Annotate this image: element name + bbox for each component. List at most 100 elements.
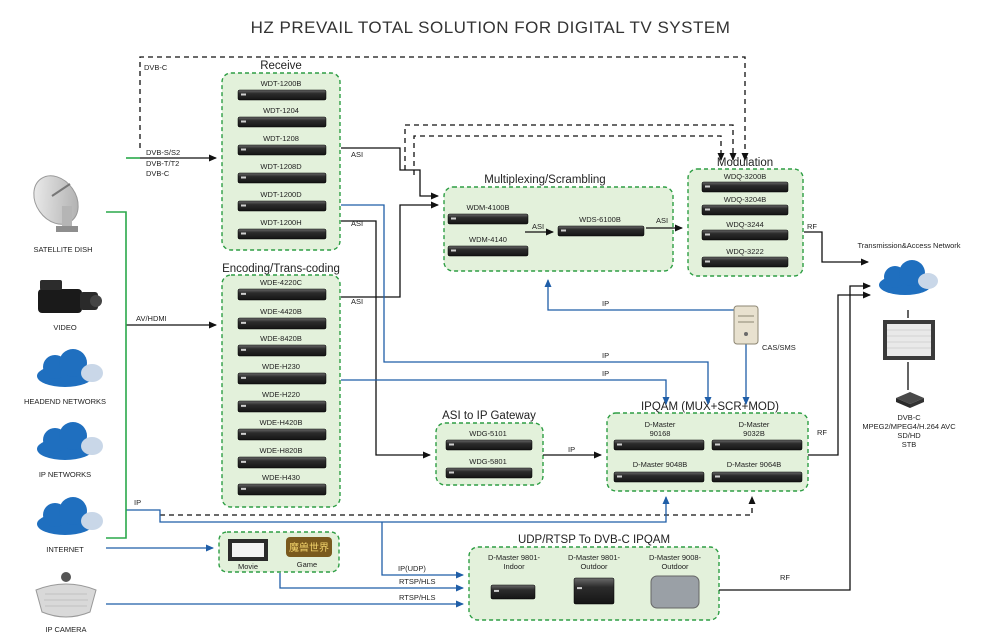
ipqam-device-3-led xyxy=(715,475,720,478)
udp-device-1-led xyxy=(577,587,582,590)
udp-device-0-a-label: D-Master 9801- xyxy=(488,553,541,562)
receive-device-3-label: WDT-1208D xyxy=(260,162,302,171)
label-dvbs: DVB-S/S2 xyxy=(146,148,180,157)
udp-device-0-unit xyxy=(490,584,536,600)
game-logo-icon: 魔兽世界 xyxy=(286,537,332,557)
mux-device-0-led xyxy=(451,217,456,220)
receive-device-2-led xyxy=(241,148,246,151)
stb-text: DVB-C MPEG2/MPEG4/H.264 AVC SD/HD STB xyxy=(862,413,956,449)
stb-icon xyxy=(896,392,924,408)
internet-cloud-icon xyxy=(37,497,103,535)
encoding-device-4-label: WDE-H220 xyxy=(262,390,300,399)
mod-device-1-led xyxy=(705,208,710,211)
mux-device-2-unit xyxy=(557,225,645,237)
encoding-title: Encoding/Trans-coding xyxy=(222,263,340,275)
encoding-device-6-led xyxy=(241,460,246,463)
ipqam-device-2-label: D-Master 9048B xyxy=(633,460,688,469)
encoding-device-2-led xyxy=(241,348,246,351)
label-ip-cas: IP xyxy=(602,299,609,308)
ipqam-title: IPQAM (MUX+SCR+MOD) xyxy=(641,401,779,413)
encoding-device-4-led xyxy=(241,404,246,407)
udp-title: UDP/RTSP To DVB-C IPQAM xyxy=(518,534,670,546)
label-dvbc-top: DVB-C xyxy=(144,63,168,72)
ipqam-device-3-label: D-Master 9064B xyxy=(727,460,782,469)
encoding-device-3-label: WDE-H230 xyxy=(262,362,300,371)
label-ip-enc1: IP xyxy=(602,351,609,360)
stb-line-4: STB xyxy=(902,440,917,449)
tv-icon xyxy=(883,320,935,360)
encoding-device-6-label: WDE-H820B xyxy=(260,446,303,455)
receive-device-0-led xyxy=(241,93,246,96)
receive-device-1-led xyxy=(241,120,246,123)
receive-device-4-led xyxy=(241,204,246,207)
receive-device-3-led xyxy=(241,176,246,179)
udp-device-1-unit xyxy=(573,577,615,605)
ip-camera-icon xyxy=(35,572,97,618)
receive-device-4-unit xyxy=(237,200,327,212)
video-label: VIDEO xyxy=(53,323,77,332)
encoding-device-4-unit xyxy=(237,400,327,413)
mux-device-2-label: WDS-6100B xyxy=(579,215,621,224)
encoding-device-0-led xyxy=(241,292,246,295)
label-asi-3: ASI xyxy=(351,297,363,306)
encoding-device-3-unit xyxy=(237,372,327,385)
mod-device-0-led xyxy=(705,185,710,188)
ipqam-device-1-led xyxy=(715,443,720,446)
gateway-device-0-led xyxy=(449,443,454,446)
headend-label: HEADEND NETWORKS xyxy=(24,397,106,406)
encoding-device-1-led xyxy=(241,321,246,324)
receive-device-5-label: WDT-1200H xyxy=(260,218,301,227)
receive-device-2-label: WDT-1208 xyxy=(263,134,299,143)
stb-line-3: SD/HD xyxy=(897,431,921,440)
blue-connections xyxy=(106,204,750,608)
game-logo-text: 魔兽世界 xyxy=(289,541,329,554)
encoding-device-7-label: WDE-H430 xyxy=(262,473,300,482)
udp-device-0-led xyxy=(494,589,499,592)
ipqam-device-2-unit xyxy=(613,471,705,483)
udp-device-0-b-label: Indoor xyxy=(503,562,525,571)
encoding-device-2-label: WDE-8420B xyxy=(260,334,302,343)
mod-device-0-unit xyxy=(701,181,789,193)
gateway-device-0-unit xyxy=(445,439,533,451)
mod-device-3-led xyxy=(705,260,710,263)
mux-device-0-label: WDM-4100B xyxy=(467,203,510,212)
game-label: Game xyxy=(297,560,317,569)
source-bus xyxy=(106,157,140,539)
stb-line-1: DVB-C xyxy=(897,413,921,422)
satellite-dish-icon xyxy=(33,175,79,232)
label-dvbc: DVB-C xyxy=(146,169,170,178)
label-asi-mux2: ASI xyxy=(656,216,668,225)
gateway-title: ASI to IP Gateway xyxy=(442,410,536,422)
ipqam-device-1-unit xyxy=(711,439,803,451)
satellite-label: SATELLITE DISH xyxy=(33,245,92,254)
movie-label: Movie xyxy=(238,562,258,571)
receive-device-3-unit xyxy=(237,172,327,184)
receive-device-0-unit xyxy=(237,89,327,101)
udp-device-1-b-label: Outdoor xyxy=(580,562,608,571)
encoding-device-1-unit xyxy=(237,317,327,330)
label-rf-ipqam: RF xyxy=(817,428,827,437)
mux-device-1-label: WDM-4140 xyxy=(469,235,507,244)
modulation-group xyxy=(687,168,804,277)
ipnet-label: IP NETWORKS xyxy=(39,470,91,479)
encoding-device-0-unit xyxy=(237,288,327,301)
receive-device-1-label: WDT-1204 xyxy=(263,106,299,115)
label-ip-enc2: IP xyxy=(602,369,609,378)
label-asi-1: ASI xyxy=(351,150,363,159)
modulation-title: Modulation xyxy=(717,157,773,169)
mod-device-2-led xyxy=(705,233,710,236)
ipqam-device-3-unit xyxy=(711,471,803,483)
gateway-device-1-label: WDG-5801 xyxy=(469,457,507,466)
ipqam-device-0-unit xyxy=(613,439,705,451)
encoding-device-2-unit xyxy=(237,344,327,357)
mux-title: Multiplexing/Scrambling xyxy=(484,174,605,186)
ipqam-device-1-b-label: 9032B xyxy=(743,429,765,438)
server-icon xyxy=(733,305,759,345)
label-avhdmi: AV/HDMI xyxy=(136,314,167,323)
ipqam-device-1-a-label: D-Master xyxy=(739,420,770,429)
network-cloud-icon xyxy=(879,260,938,295)
encoding-group xyxy=(221,274,341,508)
receive-title: Receive xyxy=(260,60,302,72)
mux-device-1-unit xyxy=(447,245,529,257)
